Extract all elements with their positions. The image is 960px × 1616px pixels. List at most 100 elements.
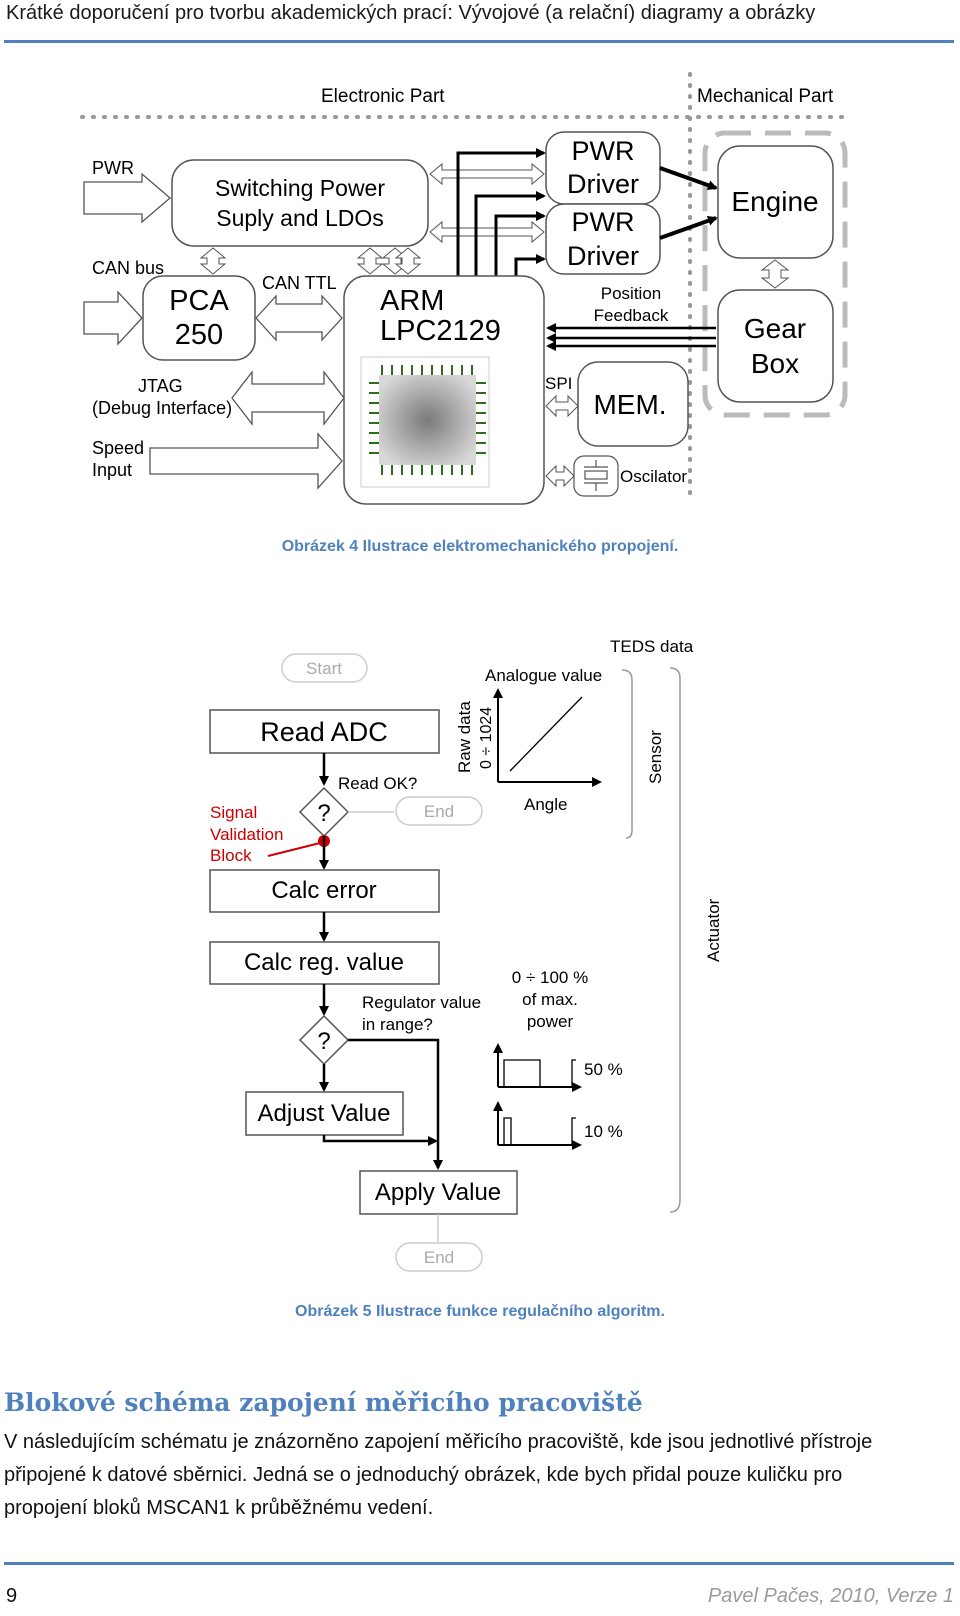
label-can-bus: CAN bus <box>92 258 164 278</box>
arm-to-driver-line2 <box>474 191 546 276</box>
jtag-line1: JTAG <box>138 376 183 396</box>
label-spi: SPI <box>545 374 572 393</box>
read-adc-label: Read ADC <box>260 717 388 747</box>
label-raw-data: Raw data <box>455 701 474 773</box>
signal-validation-line1: Signal <box>210 803 257 822</box>
read-ok-question-mark: ? <box>317 800 330 827</box>
jtag-line2: (Debug Interface) <box>92 398 232 418</box>
oscillator-label: Oscilator <box>620 467 687 486</box>
oscillator-arrow <box>545 464 575 488</box>
start-label: Start <box>306 659 342 678</box>
engine-gear-arrow <box>760 259 790 289</box>
pwr-driver-1-line2: Driver <box>567 169 639 199</box>
sensor-brace <box>621 669 633 839</box>
power-range-line2: of max. <box>522 990 578 1009</box>
mechanical-frame <box>702 130 848 418</box>
figure-regulation-flowchart: TEDS data Start Analogue value Sensor Ac… <box>209 637 723 1272</box>
pwr-driver-1-line1: PWR <box>572 136 635 166</box>
spi-arrow <box>545 394 579 418</box>
memory-block <box>577 361 689 447</box>
switching-to-pca-arrow <box>199 247 227 275</box>
regulator-question-mark: ? <box>317 1028 330 1055</box>
end-label-2: End <box>424 1248 454 1267</box>
header-divider <box>4 40 954 43</box>
label-teds-data: TEDS data <box>610 637 694 656</box>
apply-value-label: Apply Value <box>375 1179 501 1206</box>
label-analogue-value: Analogue value <box>485 666 602 685</box>
pca-250-block <box>142 275 256 361</box>
signal-validation-line2: Validation <box>210 825 283 844</box>
driver-to-engine-arrow1 <box>659 166 718 191</box>
flow-adjust-to-apply <box>322 1135 438 1146</box>
section-heading: Blokové schéma zapojení měřicího pracovi… <box>4 1388 643 1417</box>
switching-to-arm-arrow1 <box>356 247 384 275</box>
figure-4-caption: Obrázek 4 Ilustrace elektromechanického … <box>281 538 679 555</box>
calc-error-label: Calc error <box>271 877 376 904</box>
page-header-title: Krátké doporučení pro tvorbu akademickýc… <box>6 2 816 24</box>
pwr-driver-2-line1: PWR <box>572 207 635 237</box>
jtag-arrow <box>231 370 345 426</box>
can-bus-arrow <box>83 290 143 346</box>
arm-line1: ARM <box>380 285 444 317</box>
pwm-50-label: 50 % <box>584 1060 623 1079</box>
label-actuator: Actuator <box>704 898 723 962</box>
footer-author: Pavel Pačes, 2010, Verze 1 <box>707 1585 954 1607</box>
analogue-transfer-line <box>509 696 583 772</box>
crystal-oscillator-icon <box>573 455 619 497</box>
figure-5-caption: Obrázek 5 Ilustrace funkce regulačního a… <box>295 1303 665 1320</box>
power-range-line3: power <box>527 1012 574 1031</box>
read-adc-block <box>209 709 440 754</box>
switching-to-driver-arrow <box>429 162 545 186</box>
figure-electromechanical: Electronic Part Mechanical Part PWR Swit… <box>80 72 848 505</box>
arm-to-driver-line3 <box>494 211 546 276</box>
adjust-value-label: Adjust Value <box>258 1100 391 1127</box>
pwm-50-percent-graph <box>493 1043 582 1092</box>
apply-value-block <box>359 1170 518 1215</box>
label-raw-range: 0 ÷ 1024 <box>478 707 495 769</box>
label-electronic-part: Electronic Part <box>321 86 445 107</box>
speed-input-arrow <box>149 432 343 490</box>
pca-line1: PCA <box>169 285 229 317</box>
regulator-check-line2: in range? <box>362 1015 433 1034</box>
engine-block <box>717 145 834 259</box>
end-label-1: End <box>424 802 454 821</box>
arm-line2: LPC2129 <box>380 315 501 347</box>
arm-chip-icon <box>360 356 490 488</box>
paragraph-line-1: V následujícím schématu je znázorněno za… <box>4 1431 873 1453</box>
arm-to-driver-line1 <box>456 148 546 276</box>
pwr-driver-block-2 <box>545 203 661 275</box>
label-pwr: PWR <box>92 158 134 178</box>
label-can-ttl: CAN TTL <box>262 273 337 293</box>
can-ttl-arrow <box>255 294 343 342</box>
pwm-10-percent-graph <box>493 1101 582 1150</box>
footer-divider <box>4 1562 954 1565</box>
engine-label: Engine <box>731 186 818 217</box>
pwr-input-arrow <box>83 172 171 224</box>
page-number: 9 <box>6 1585 18 1607</box>
start-terminal <box>281 653 368 683</box>
pwm-10-label: 10 % <box>584 1122 623 1141</box>
signal-validation-line3: Block <box>210 846 252 865</box>
memory-label: MEM. <box>593 389 666 420</box>
flow-check-to-apply <box>348 1038 443 1170</box>
position-feedback-line2: Feedback <box>594 306 669 325</box>
arm-to-driver-line4 <box>514 254 546 276</box>
paragraph-line-2: připojené k datové sběrnici. Jedná se o … <box>4 1464 843 1486</box>
paragraph-line-3: propojení bloků MSCAN1 k průběžnému vede… <box>4 1497 434 1519</box>
regulator-check-line1: Regulator value <box>362 993 481 1012</box>
switching-power-block <box>171 159 429 247</box>
switching-power-line1: Switching Power <box>215 175 385 201</box>
pca-line2: 250 <box>175 319 223 351</box>
speed-input-line1: Speed <box>92 438 144 458</box>
calc-error-block <box>209 869 440 913</box>
driver-to-engine-arrow2 <box>659 215 718 240</box>
label-read-ok: Read OK? <box>338 774 417 793</box>
switching-to-arm-arrow3 <box>394 247 422 275</box>
speed-input-line2: Input <box>92 460 132 480</box>
section-paragraph: V následujícím schématu je znázorněno za… <box>4 1426 956 1525</box>
label-angle: Angle <box>524 795 567 814</box>
gear-box-line2: Box <box>751 348 799 379</box>
switching-to-driver2-arrow <box>429 220 545 244</box>
switching-power-line2: Suply and LDOs <box>216 205 383 231</box>
power-range-line1: 0 ÷ 100 % <box>512 968 588 987</box>
